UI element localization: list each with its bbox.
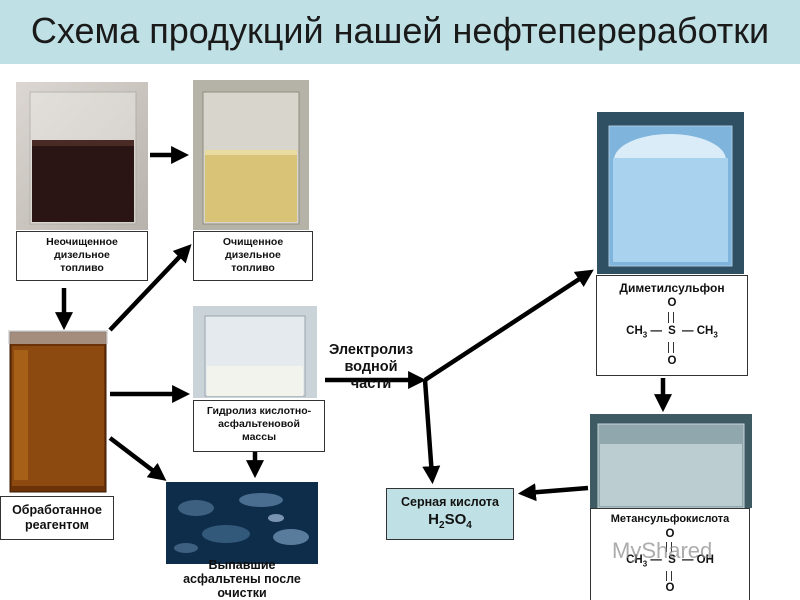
electrolysis-label: Электролиз водной части <box>328 342 414 392</box>
arrow-treated-to-clean <box>108 244 192 332</box>
clean-diesel-label: Очищенное дизельное топливо <box>193 231 313 281</box>
sulfuric-acid-label: Серная кислота H2SO4 <box>386 488 514 540</box>
arrow-electrolysis-to-dimethylsulfone <box>423 269 594 382</box>
clean-diesel-photo <box>193 80 309 230</box>
double-bond-top <box>666 542 672 552</box>
methanesulfonic-photo <box>590 414 752 508</box>
double-bond-bottom <box>666 571 672 581</box>
raw-diesel-label: Неочищенное дизельное топливо <box>16 231 148 281</box>
dimethylsulfone-structure: O CH3 — S — CH3 O <box>626 297 718 367</box>
hydrolysis-photo <box>193 306 317 398</box>
treated-label: Обработанное реагентом <box>0 496 114 540</box>
sulfuric-acid-formula: H2SO4 <box>428 511 472 531</box>
raw-diesel-photo <box>16 82 148 230</box>
page-title: Схема продукций нашей нефтепереработки <box>30 10 770 51</box>
methanesulfonic-label: Метансульфокислота O CH3 — S — OH O <box>590 508 750 600</box>
dimethylsulfone-label: Диметилсульфон O CH3 — S — CH3 O <box>596 275 748 376</box>
watermark: MyShared <box>612 538 713 563</box>
dimethylsulfone-photo <box>597 112 744 274</box>
arrow-methanesulfonic-to-sulfuric <box>517 483 589 502</box>
treated-fuel-photo <box>0 328 114 494</box>
methanesulfonic-structure: O CH3 — S — OH O <box>626 528 714 594</box>
hydrolysis-label: Гидролиз кислотно- асфальтеновой массы <box>193 400 325 452</box>
double-bond-top <box>668 312 674 323</box>
arrow-electrolysis-to-sulfuric <box>422 379 441 485</box>
asphaltenes-photo <box>166 482 318 564</box>
arrow-treated-to-asphaltenes <box>108 436 167 481</box>
asphaltenes-label: Выпавшие асфальтены после очистки <box>183 558 301 600</box>
title-bar <box>0 0 800 64</box>
double-bond-bottom <box>668 342 674 353</box>
